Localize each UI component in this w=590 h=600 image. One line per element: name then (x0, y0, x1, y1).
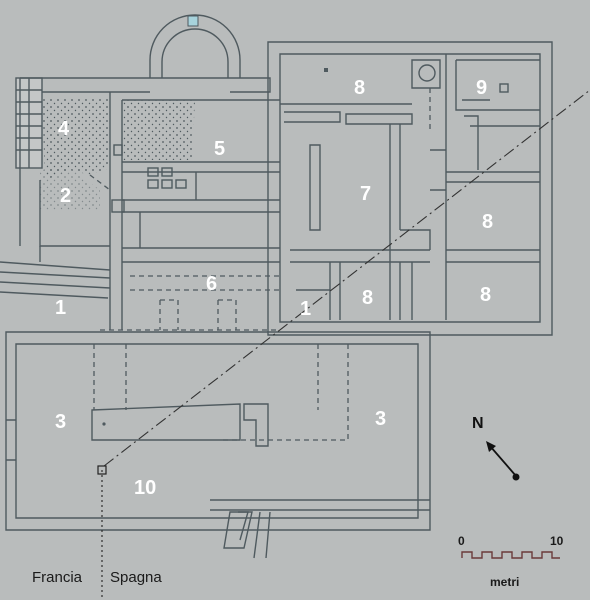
room-label-1a: 1 (55, 297, 66, 319)
room-label-1b: 1 (300, 298, 311, 320)
country-right-label: Spagna (110, 569, 162, 586)
rubble-area-4 (42, 98, 110, 180)
room-label-2: 2 (60, 185, 71, 207)
rubble-area-5 (122, 100, 195, 160)
room-label-3b: 3 (375, 408, 386, 430)
interior-features (111, 144, 187, 213)
right-building-walls (267, 41, 553, 336)
frontier-diagonal-line (103, 89, 590, 467)
rubble-area-2 (40, 168, 100, 210)
scale-bar: 0 10 metri (458, 534, 564, 589)
lower-building-walls (5, 331, 431, 559)
room-label-3a: 3 (55, 411, 66, 433)
left-building-walls (19, 77, 280, 330)
border-marker (97, 465, 107, 475)
room-label-10: 10 (134, 477, 156, 499)
apse (149, 14, 241, 78)
room-label-9: 9 (476, 77, 487, 99)
scale-end: 10 (550, 534, 564, 548)
corridor-walls (0, 246, 280, 331)
arrow-head-icon (486, 441, 496, 452)
room-label-4: 4 (58, 118, 70, 140)
country-left-label: Francia (32, 569, 83, 586)
room-label-8a: 8 (354, 77, 365, 99)
north-label: N (472, 415, 484, 432)
north-arrow: N (472, 415, 520, 481)
room-label-7: 7 (360, 183, 371, 205)
room-label-6: 6 (206, 273, 217, 295)
scale-start: 0 (458, 534, 465, 548)
room-label-5: 5 (214, 138, 225, 160)
room-label-8b: 8 (362, 287, 373, 309)
scale-unit: metri (490, 575, 519, 589)
room-label-8d: 8 (480, 284, 491, 306)
room-label-8c: 8 (482, 211, 493, 233)
